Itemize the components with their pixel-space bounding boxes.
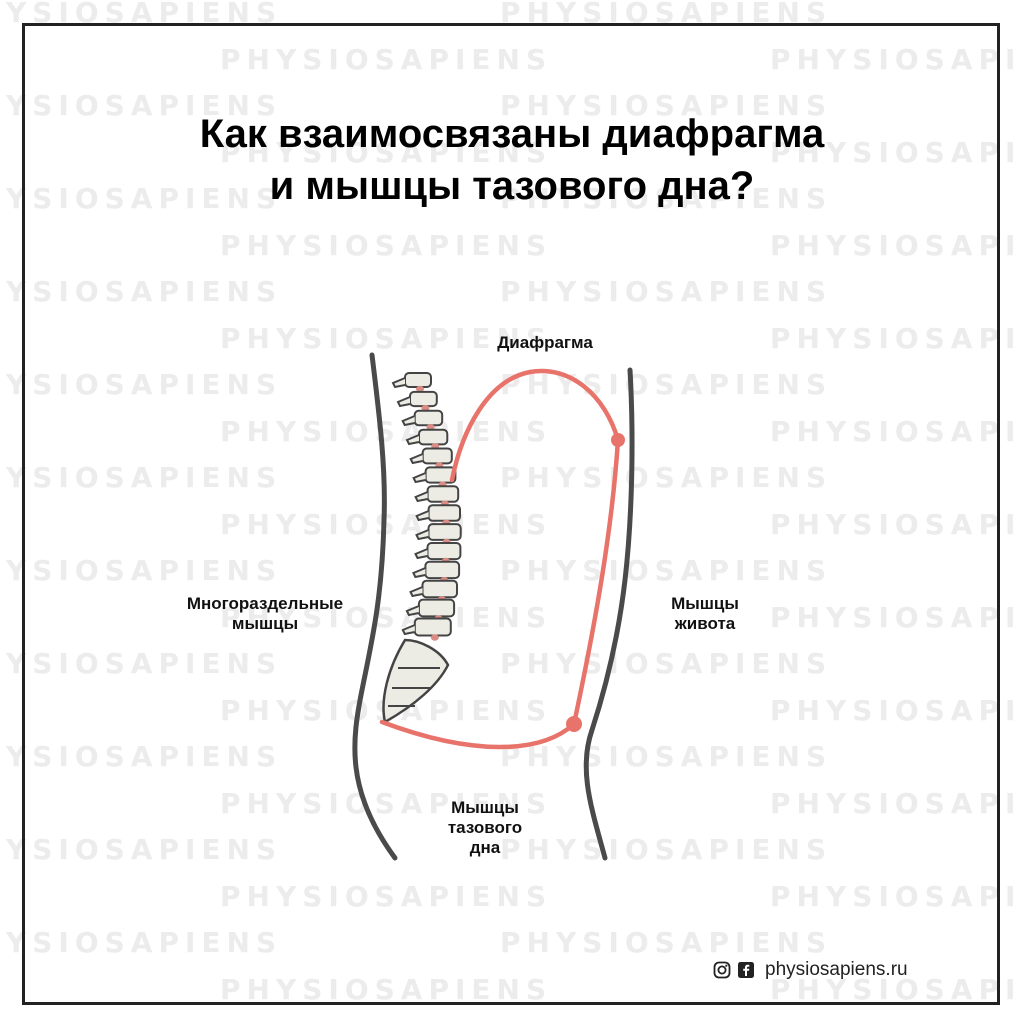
vertebra: [404, 372, 432, 388]
spinous-process: [391, 377, 406, 389]
title-line-1: Как взаимосвязаны диафрагма: [199, 112, 825, 156]
spine: [391, 372, 462, 641]
sacrum: [382, 638, 450, 724]
vertebra: [421, 579, 458, 599]
label-abdominal: Мышцы живота: [640, 594, 770, 634]
spinous-process: [412, 567, 426, 579]
vertebra: [418, 428, 449, 446]
label-abdominal-line-2: живота: [674, 614, 736, 633]
vertebra: [427, 504, 462, 522]
spinous-process: [415, 510, 429, 522]
page-title: Как взаимосвязаны диафрагма и мышцы тазо…: [0, 108, 1024, 212]
label-pelvic-line-2: тазового: [447, 818, 523, 837]
instagram-icon[interactable]: [713, 961, 731, 979]
vertebra: [417, 598, 456, 618]
label-diaphragm: Диафрагма: [470, 333, 620, 353]
footer-social: physiosapiens.ru: [713, 958, 908, 982]
label-diaphragm-text: Диафрагма: [497, 333, 593, 352]
abdominal-pelvic-junction: [566, 716, 582, 732]
vertebra: [413, 617, 452, 637]
spinous-process: [414, 548, 428, 560]
spinous-process: [415, 529, 429, 541]
image-frame: [22, 23, 1000, 1005]
vertebra: [424, 560, 461, 580]
intervertebral-disc: [421, 404, 430, 412]
diaphragm-abdominal-junction: [611, 433, 625, 447]
vertebra: [427, 523, 462, 541]
spinous-process: [401, 415, 416, 427]
back-outline: [352, 352, 398, 861]
front-outline: [583, 367, 635, 861]
title-line-2: и мышцы тазового дна?: [269, 164, 755, 208]
label-multifidus-line-1: Многораздельные: [186, 594, 344, 613]
facebook-icon[interactable]: [737, 961, 755, 979]
label-pelvic-line-1: Мышцы: [451, 798, 519, 817]
label-multifidus: Многораздельные мышцы: [160, 594, 370, 634]
spinous-process: [405, 605, 420, 617]
vertebra: [426, 485, 460, 503]
vertebra: [421, 447, 453, 465]
spinous-process: [409, 453, 424, 465]
abdominal-muscle: [571, 437, 621, 727]
vertebra: [413, 409, 444, 427]
spinous-process: [409, 586, 423, 598]
intervertebral-disc: [416, 385, 424, 393]
spinous-process: [396, 396, 411, 408]
label-pelvic-floor: Мышцы тазового дна: [420, 798, 550, 858]
diaphragm-muscle: [449, 368, 621, 483]
label-pelvic-line-3: дна: [469, 838, 501, 857]
label-abdominal-line-1: Мышцы: [671, 594, 739, 613]
intervertebral-disc: [430, 634, 439, 641]
vertebra: [426, 542, 462, 561]
spinous-process: [401, 624, 416, 636]
sacrum-lines: [388, 667, 440, 707]
vertebra: [409, 390, 438, 408]
spinous-process: [414, 491, 428, 503]
label-multifidus-line-2: мышцы: [231, 614, 299, 633]
spinous-process: [405, 434, 420, 446]
website-link[interactable]: physiosapiens.ru: [765, 959, 908, 980]
spinous-process: [412, 472, 426, 484]
pelvic-floor-muscle: [379, 719, 577, 750]
